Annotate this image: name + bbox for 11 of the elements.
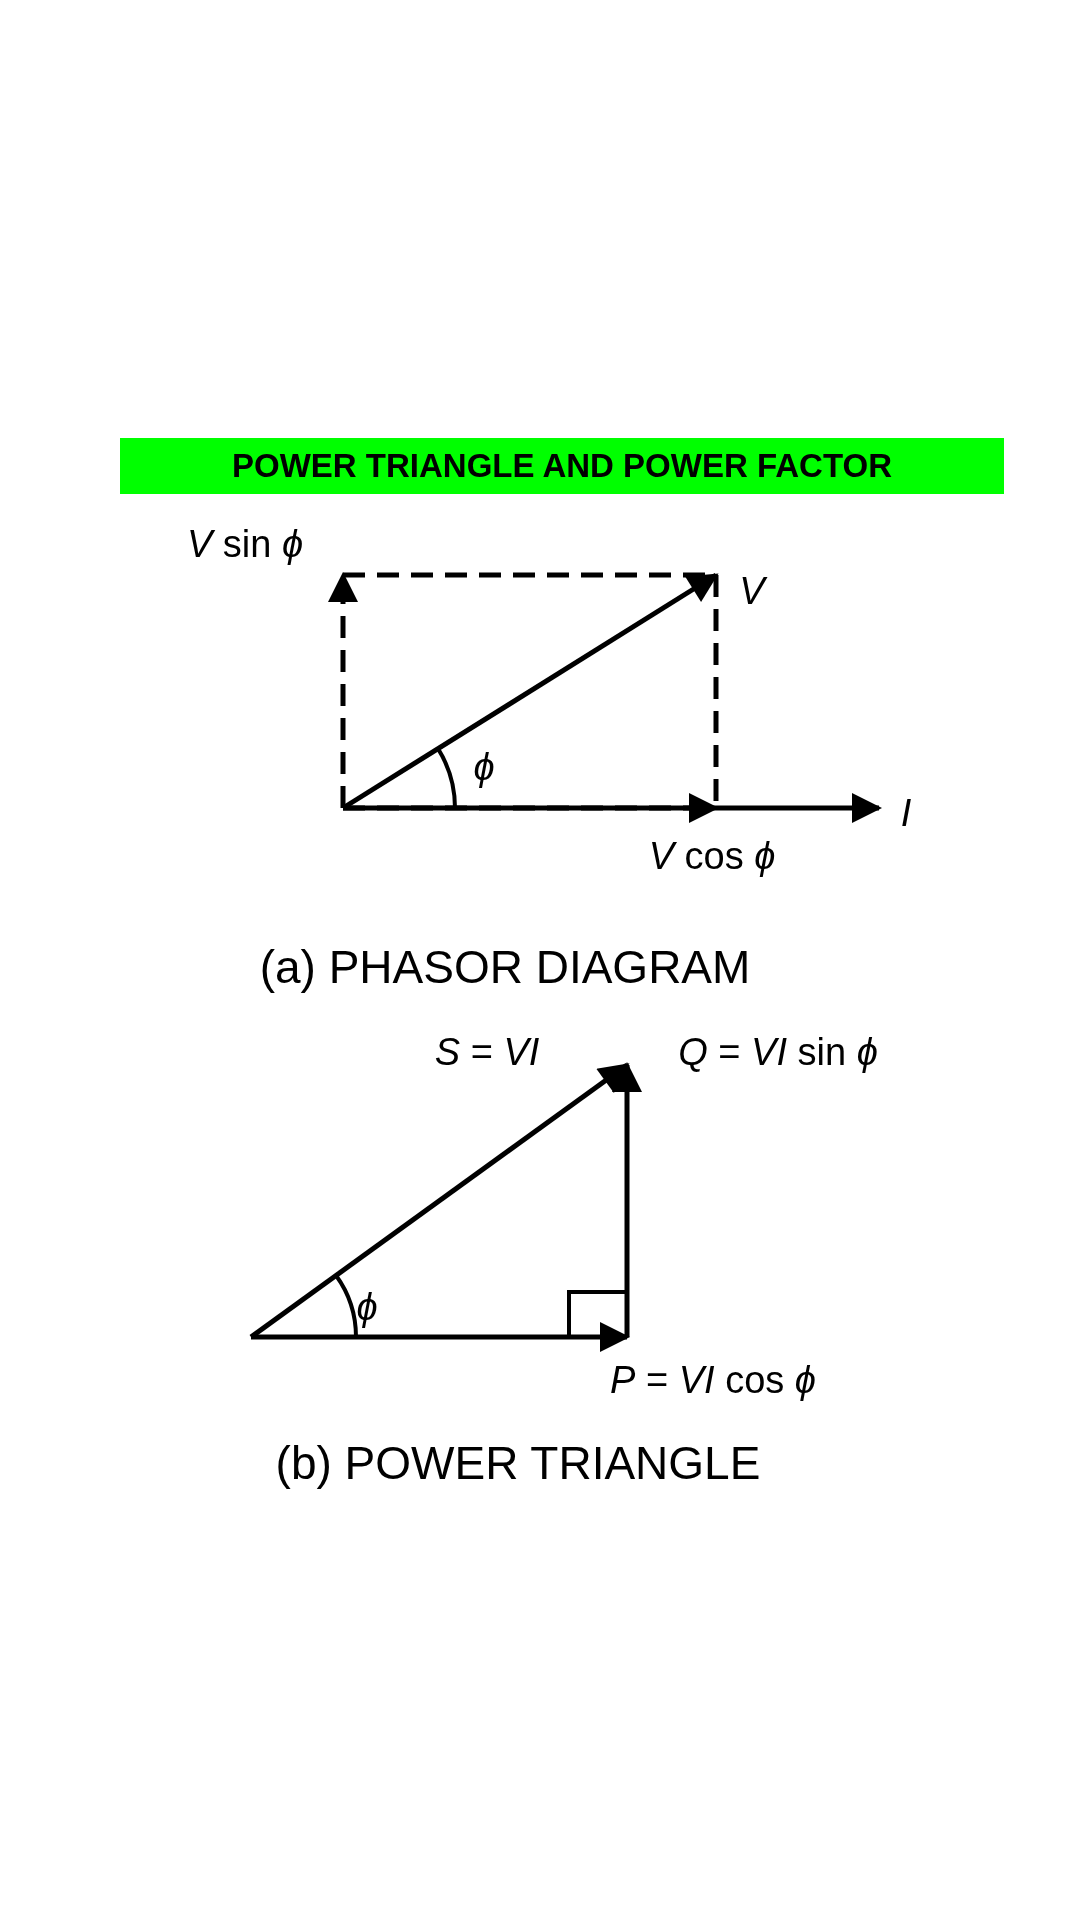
vector-label: V cos ϕ [648, 836, 776, 878]
vector-label: V sin ϕ [186, 524, 304, 566]
figure-caption: (b) POWER TRIANGLE [275, 1437, 761, 1489]
vector-label: P = VI cos ϕ [610, 1360, 816, 1402]
figure-caption: (a) PHASOR DIAGRAM [259, 941, 751, 993]
title-banner: POWER TRIANGLE AND POWER FACTOR [120, 438, 1004, 494]
vector-label: Q = VI sin ϕ [678, 1032, 878, 1074]
angle-label: ϕ [356, 1287, 378, 1329]
vector-label: S = VI [434, 1032, 540, 1074]
vector-label: I [900, 793, 912, 835]
angle-label: ϕ [473, 747, 495, 789]
